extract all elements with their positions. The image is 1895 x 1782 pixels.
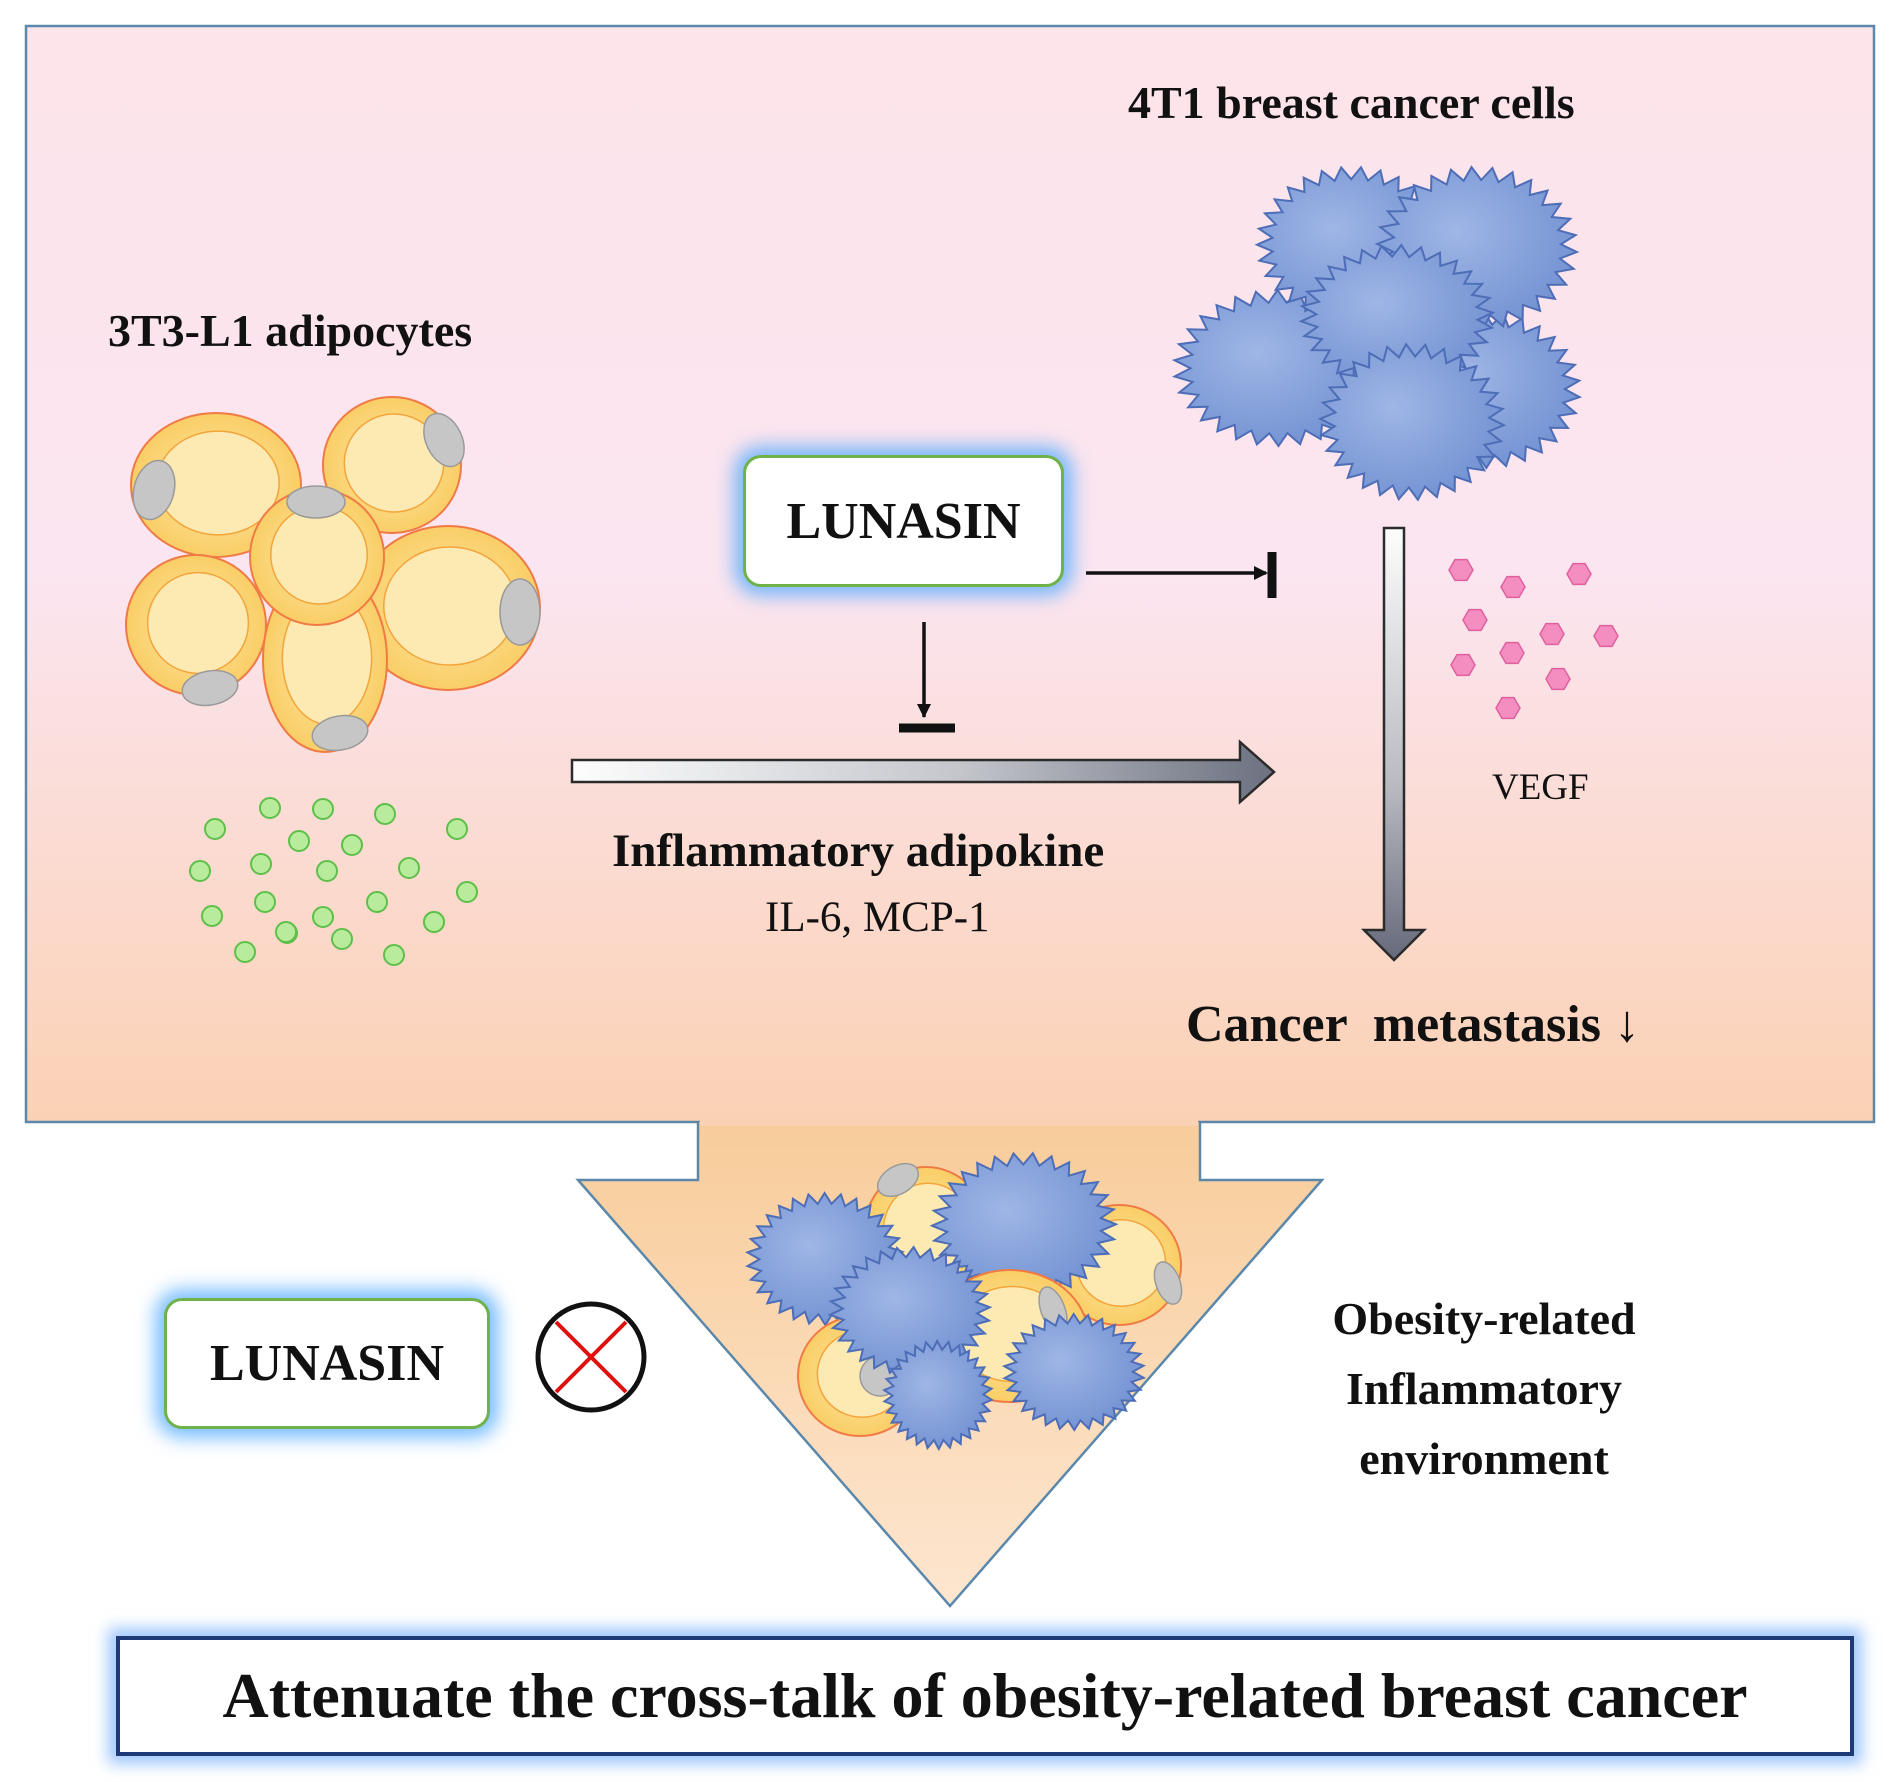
cancer-cell-cluster	[1171, 165, 1583, 502]
lunasin-label-top: LUNASIN	[786, 492, 1021, 550]
adipokine-dot	[316, 860, 338, 882]
inhibit-cancer-arrow	[1086, 552, 1277, 598]
lunasin-box-top: LUNASIN	[743, 455, 1064, 587]
adipocyte-nucleus	[1153, 1261, 1183, 1305]
adipokine-dot	[398, 857, 420, 879]
cancer-cells-label: 4T1 breast cancer cells	[1128, 77, 1575, 128]
environment-line-3: environment	[1359, 1433, 1609, 1484]
vegf-label: VEGF	[1492, 767, 1589, 808]
adipocyte-nucleus	[181, 669, 239, 707]
adipokine-dot	[383, 944, 405, 966]
adipokine-dot	[312, 798, 334, 820]
cross-icon	[535, 1301, 647, 1413]
vegf-hexagon	[1499, 641, 1525, 665]
adipokine-arrow	[570, 739, 1276, 805]
environment-line-2: Inflammatory	[1346, 1363, 1622, 1414]
adipokine-dot	[259, 797, 281, 819]
adipocyte-cluster	[125, 396, 541, 753]
adipocyte	[125, 554, 267, 707]
adipocyte-nucleus	[132, 459, 176, 521]
environment-label: Obesity-related Inflammatory environment	[1306, 1284, 1662, 1494]
adipokine-dot	[204, 818, 226, 840]
vegf-hexagon	[1500, 575, 1526, 599]
cancer-cell	[882, 1338, 994, 1452]
adipokine-dot	[254, 891, 276, 913]
cancer-cell	[1317, 342, 1507, 502]
adipocyte-nucleus	[499, 578, 541, 646]
adipokine-dot	[275, 921, 297, 943]
vegf-hexagon	[1448, 558, 1474, 582]
metastasis-arrow	[1360, 526, 1428, 962]
result-text: Attenuate the cross-talk of obesity-rela…	[222, 1660, 1748, 1731]
adipocyte	[355, 525, 541, 691]
adipokine-dot	[288, 830, 310, 852]
metastasis-label: Cancer metastasis ↓	[1186, 996, 1640, 1053]
adipokine-dots	[189, 797, 478, 966]
adipokine-dot	[234, 941, 256, 963]
inhibit-adipokine-arrow	[899, 622, 955, 733]
vegf-hexagon	[1539, 622, 1565, 646]
adipokine-dot	[374, 803, 396, 825]
adipokine-dot	[456, 881, 478, 903]
mixed-cell-cluster	[744, 1151, 1183, 1452]
cancer-cell	[1001, 1312, 1147, 1432]
adipokine-dot	[331, 928, 353, 950]
adipocyte-nucleus	[311, 714, 369, 752]
adipocyte	[322, 396, 465, 534]
adipokine-dot	[341, 834, 363, 856]
adipokine-dot	[250, 853, 272, 875]
funnel-joint	[700, 1118, 1198, 1126]
adipokine-examples: IL-6, MCP-1	[765, 894, 990, 941]
vegf-hexagon	[1450, 653, 1476, 677]
adipokine-dot	[312, 906, 334, 928]
adipocyte-nucleus	[876, 1162, 920, 1198]
adipokine-dot	[423, 911, 445, 933]
lunasin-label-bottom: LUNASIN	[209, 1335, 445, 1392]
adipokine-dot	[201, 905, 223, 927]
adipocyte-nucleus	[286, 485, 346, 519]
lunasin-box-bottom: LUNASIN	[164, 1298, 490, 1429]
vegf-hexagon	[1462, 608, 1488, 632]
adipocyte	[249, 485, 385, 626]
vegf-hexagons	[1448, 558, 1619, 720]
adipokine-label: Inflammatory adipokine	[612, 825, 1105, 877]
environment-line-1: Obesity-related	[1332, 1293, 1636, 1344]
vegf-hexagon	[1545, 667, 1571, 691]
adipokine-dot	[446, 818, 468, 840]
vegf-hexagon	[1495, 696, 1521, 720]
vegf-hexagon	[1593, 624, 1619, 648]
adipocyte	[130, 412, 302, 558]
adipokine-dot	[189, 860, 211, 882]
adipocyte-nucleus	[423, 412, 465, 468]
vegf-hexagon	[1566, 562, 1592, 586]
adipokine-dot	[366, 891, 388, 913]
result-box: Attenuate the cross-talk of obesity-rela…	[116, 1636, 1854, 1756]
adipocytes-label: 3T3-L1 adipocytes	[108, 305, 473, 356]
